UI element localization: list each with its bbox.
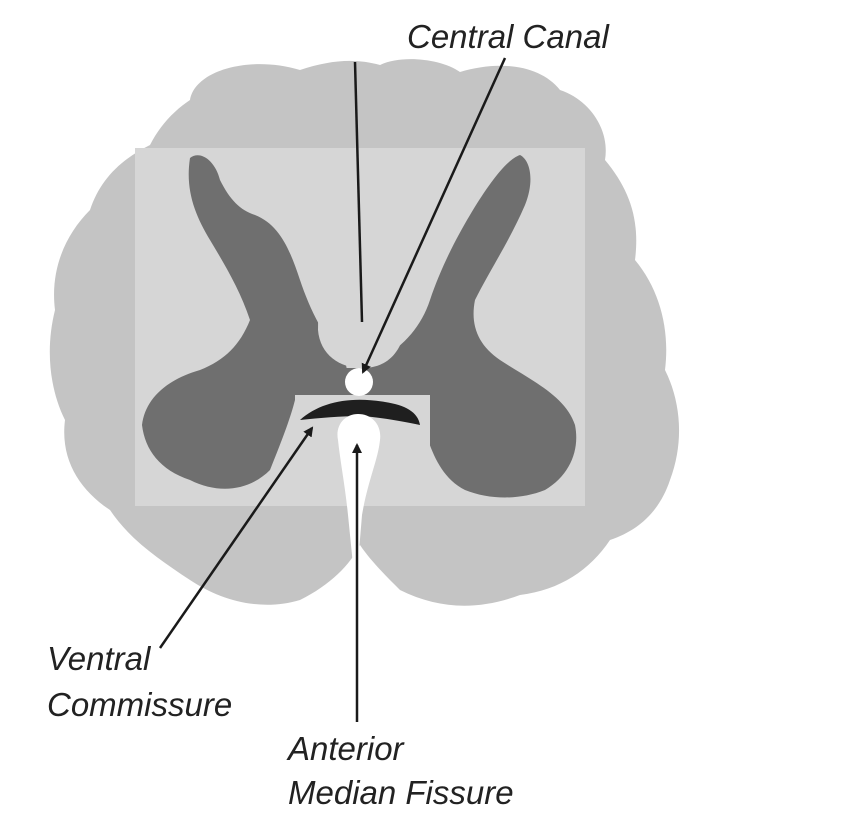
gray-matter-right — [368, 155, 577, 498]
central-canal — [345, 368, 373, 396]
label-central-canal: Central Canal — [407, 18, 610, 55]
ventral-commissure-pointer — [158, 426, 314, 649]
central-canal-pointer — [361, 57, 507, 374]
ventral-commissure — [300, 399, 420, 425]
posterior-median-septum — [353, 61, 364, 323]
label-ventral-commissure-line1: Ventral — [47, 640, 152, 677]
label-ventral-commissure-line2: Commissure — [47, 686, 232, 723]
label-anterior-median-fissure-line1: Anterior — [286, 730, 406, 767]
label-anterior-median-fissure-line2: Median Fissure — [288, 774, 514, 811]
anterior-median-fissure — [337, 414, 381, 575]
gray-matter-left — [142, 155, 350, 489]
